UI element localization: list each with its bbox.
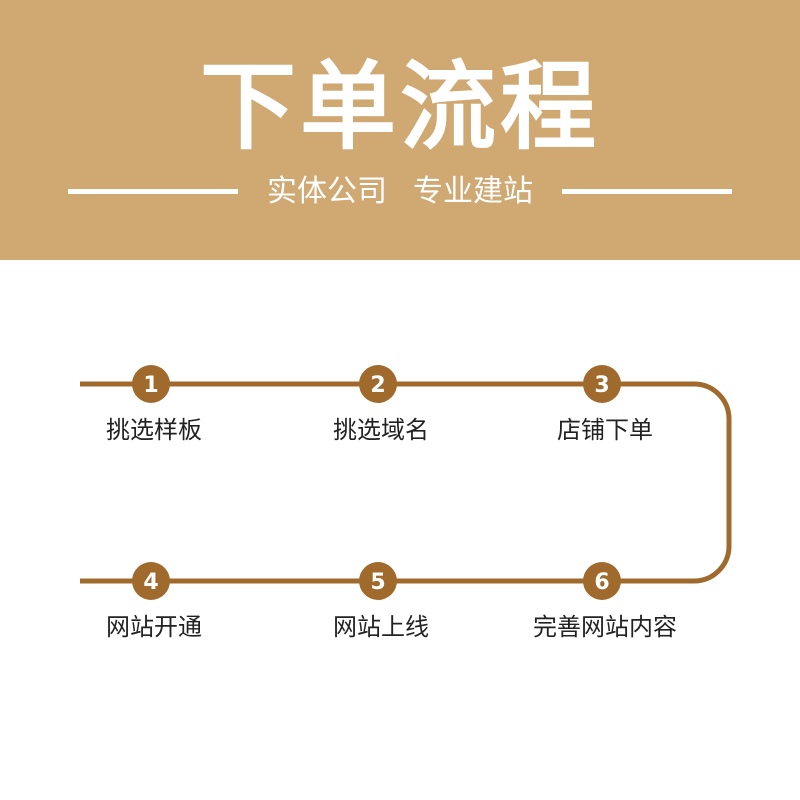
step-label-1: 挑选样板 bbox=[106, 416, 202, 444]
step-circle-5: 5 bbox=[359, 562, 397, 600]
step-label-4: 网站开通 bbox=[106, 613, 202, 641]
step-label-3: 店铺下单 bbox=[557, 416, 653, 444]
step-circle-6: 6 bbox=[583, 562, 621, 600]
step-number-6: 6 bbox=[594, 570, 609, 595]
step-number-2: 2 bbox=[370, 373, 385, 398]
header-banner: 下单流程 实体公司专业建站 bbox=[0, 0, 800, 260]
step-number-3: 3 bbox=[594, 373, 609, 398]
step-label-2: 挑选域名 bbox=[333, 416, 429, 444]
title-divider-left bbox=[68, 189, 238, 194]
step-number-4: 4 bbox=[143, 570, 158, 595]
step-circle-3: 3 bbox=[583, 365, 621, 403]
subtitle-left: 实体公司 bbox=[267, 174, 387, 209]
title-divider-right bbox=[562, 189, 732, 194]
step-label-5: 网站上线 bbox=[333, 613, 429, 641]
subtitle-right: 专业建站 bbox=[413, 174, 533, 209]
page-subtitle: 实体公司专业建站 bbox=[238, 170, 562, 214]
step-number-1: 1 bbox=[143, 373, 158, 398]
step-number-5: 5 bbox=[370, 570, 385, 595]
step-label-6: 完善网站内容 bbox=[533, 613, 677, 641]
step-circle-2: 2 bbox=[359, 365, 397, 403]
step-circle-4: 4 bbox=[132, 562, 170, 600]
step-circle-1: 1 bbox=[132, 365, 170, 403]
flow-connector-line bbox=[80, 381, 732, 584]
page-title: 下单流程 bbox=[200, 51, 600, 163]
